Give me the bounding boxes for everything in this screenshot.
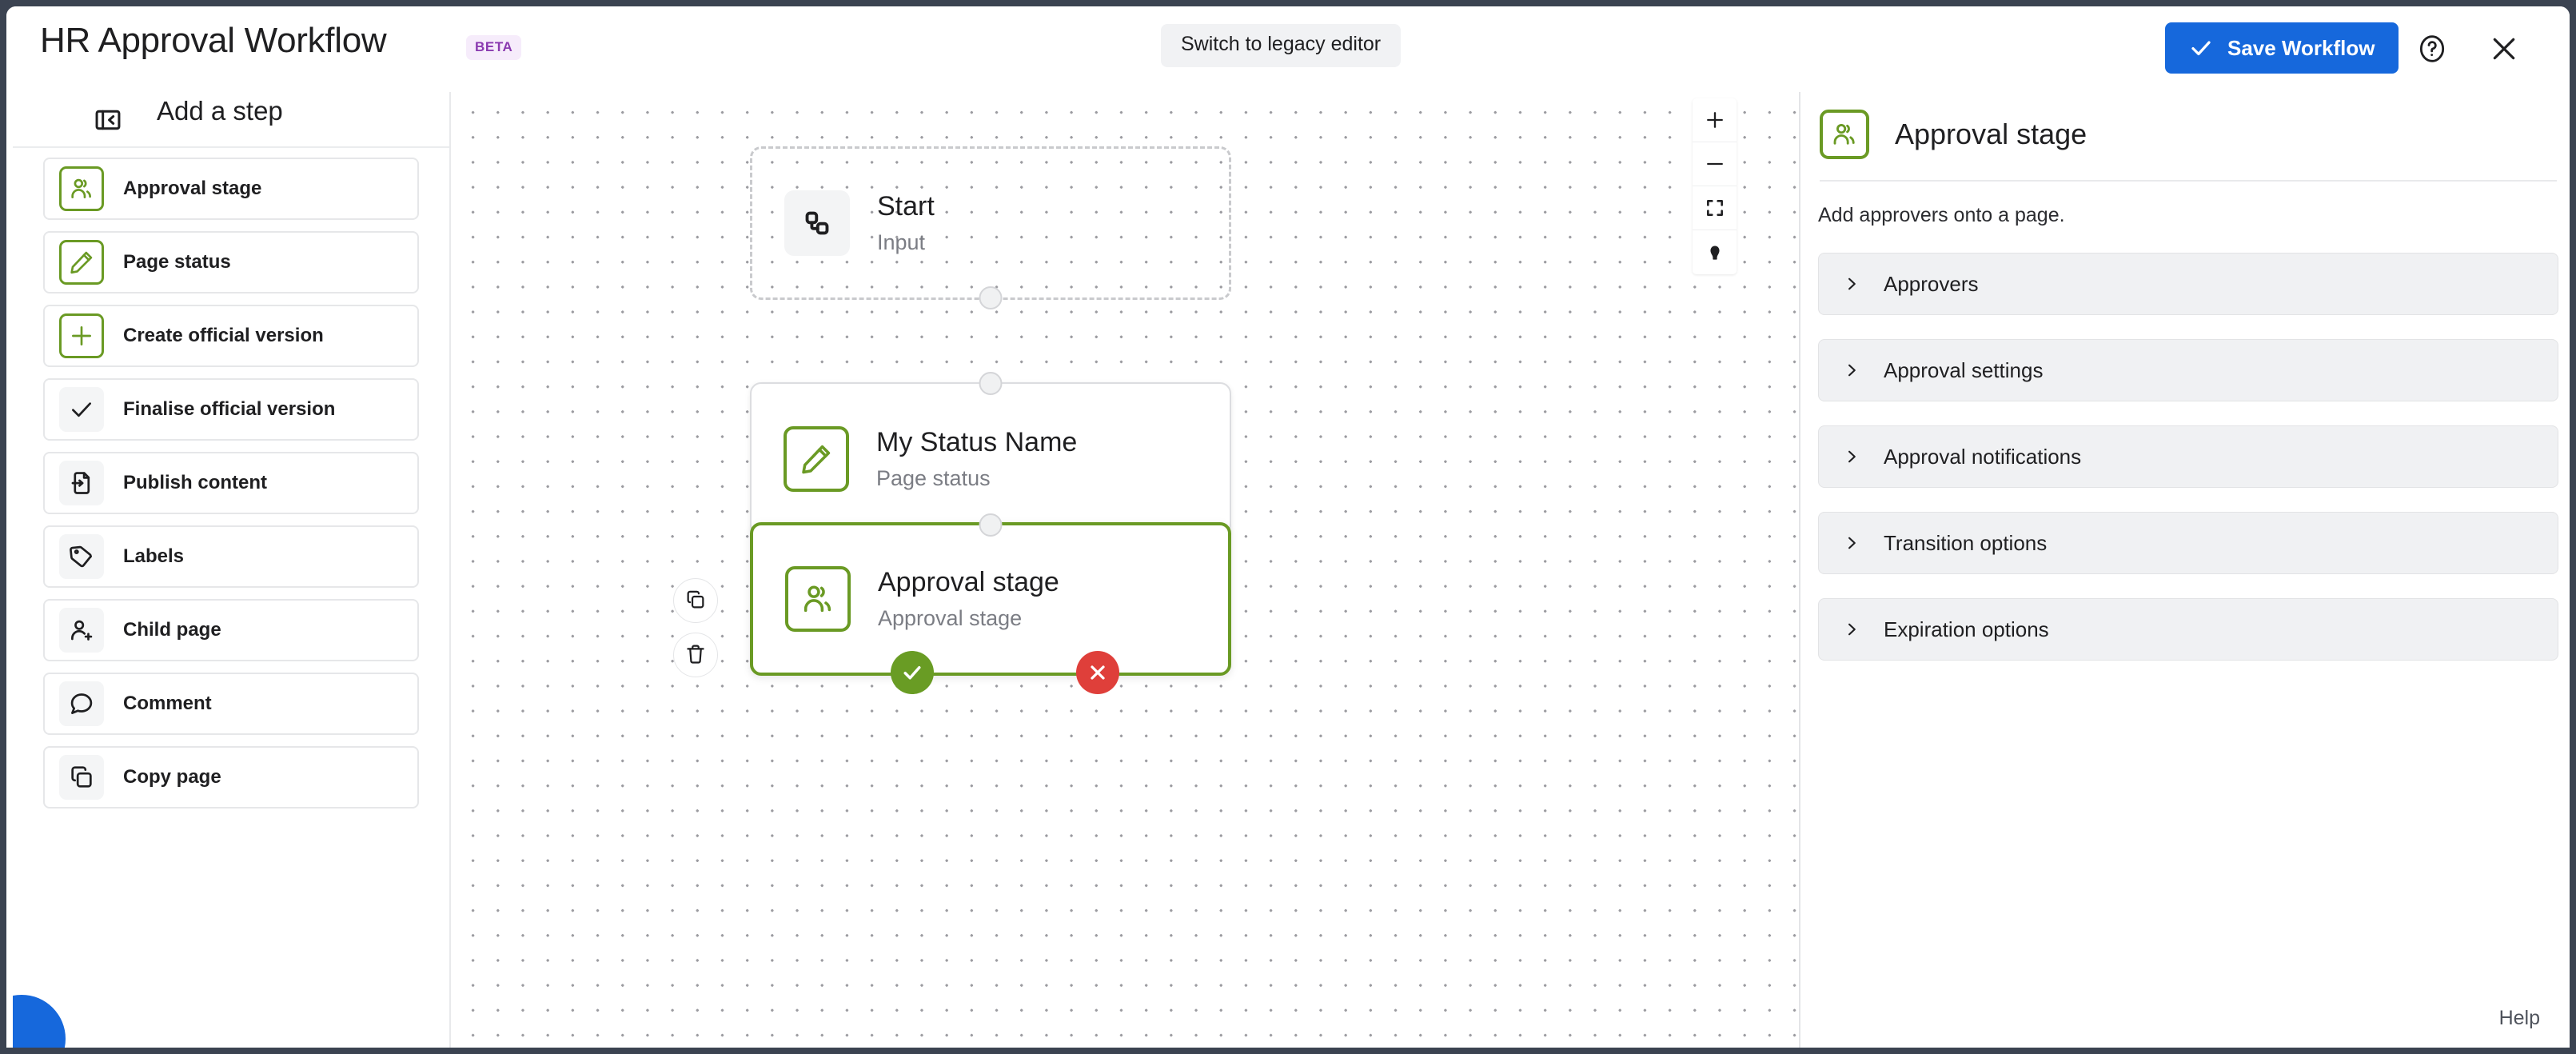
pencil-icon: [59, 240, 104, 285]
accordion-label: Expiration options: [1884, 617, 2049, 641]
node-handle-top[interactable]: [979, 372, 1003, 395]
node-text: Start Input: [877, 190, 935, 257]
chevron-right-icon: [1843, 531, 1860, 555]
step-list: Approval stage Page status: [13, 148, 449, 808]
sidebar-item-create-official-version[interactable]: Create official version: [43, 305, 419, 367]
chevron-right-icon: [1843, 358, 1860, 382]
node-subtitle: Input: [877, 230, 926, 254]
pointer-lock-icon[interactable]: [1693, 230, 1737, 274]
step-config-panel: Approval stage Add approvers onto a page…: [1800, 92, 2570, 1048]
sidebar-item-label: Comment: [123, 693, 212, 714]
trash-icon: [684, 643, 707, 668]
workflow-node-my-status-name[interactable]: My Status Name Page status: [750, 372, 1231, 546]
accordion-section-approval-settings[interactable]: Approval settings: [1818, 339, 2558, 401]
users-icon: [59, 166, 104, 211]
person-add-icon: [59, 608, 104, 653]
collapse-sidebar-icon[interactable]: [93, 105, 123, 135]
duplicate-node-button[interactable]: [673, 578, 718, 623]
node-subtitle: Approval stage: [878, 605, 1023, 630]
sidebar-item-label: Finalise official version: [123, 398, 336, 420]
accordion-label: Approval settings: [1884, 357, 2044, 382]
sidebar-item-label: Copy page: [123, 766, 221, 788]
canvas-zoom-controls: [1693, 98, 1737, 274]
sidebar-item-labels[interactable]: Labels: [43, 525, 419, 588]
panel-header: Approval stage: [1800, 92, 2570, 159]
sidebar-item-label: Child page: [123, 619, 221, 641]
close-icon[interactable]: [2488, 33, 2520, 65]
chevron-right-icon: [1843, 445, 1860, 469]
panel-title: Approval stage: [1895, 118, 2088, 150]
node-subtitle: Page status: [876, 465, 991, 490]
sidebar-item-label: Page status: [123, 251, 231, 273]
users-icon: [1820, 110, 1869, 159]
sidebar-item-copy-page[interactable]: Copy page: [43, 746, 419, 808]
workflow-editor-window: HR Approval Workflow BETA Switch to lega…: [6, 6, 2570, 1048]
accordion-section-expiration-options[interactable]: Expiration options: [1818, 598, 2558, 661]
sidebar-item-label: Approval stage: [123, 178, 262, 199]
panel-divider: [1820, 180, 2557, 182]
workflow-canvas[interactable]: Start Input My Status Name Page status: [451, 92, 1800, 1048]
users-icon: [785, 566, 851, 632]
node-title: Start: [877, 191, 935, 222]
approve-transition-badge[interactable]: [891, 651, 934, 694]
node-text: My Status Name Page status: [876, 425, 1077, 493]
check-icon: [2189, 36, 2213, 60]
accordion-section-approvers[interactable]: Approvers: [1818, 253, 2558, 315]
floating-action-button[interactable]: [13, 995, 66, 1048]
reject-transition-badge[interactable]: [1076, 651, 1119, 694]
workflow-node-start[interactable]: Start Input: [750, 146, 1231, 309]
sidebar-item-comment[interactable]: Comment: [43, 673, 419, 735]
save-workflow-label: Save Workflow: [2227, 35, 2375, 60]
chevron-right-icon: [1843, 617, 1860, 641]
workflow-start-icon: [784, 190, 850, 256]
node-title: My Status Name: [876, 427, 1078, 458]
plus-icon: [59, 313, 104, 358]
add-step-sidebar: Add a step Approval stage: [13, 92, 451, 1048]
sidebar-item-publish-content[interactable]: Publish content: [43, 452, 419, 514]
chevron-right-icon: [1843, 272, 1860, 296]
node-text: Approval stage Approval stage: [878, 565, 1059, 633]
accordion-section-approval-notifications[interactable]: Approval notifications: [1818, 425, 2558, 488]
beta-badge: BETA: [466, 35, 522, 60]
sidebar-item-label: Publish content: [123, 472, 267, 493]
sidebar-item-child-page[interactable]: Child page: [43, 599, 419, 661]
delete-node-button[interactable]: [673, 633, 718, 677]
comment-icon: [59, 681, 104, 726]
zoom-in-icon[interactable]: [1693, 98, 1737, 142]
check-icon: [59, 387, 104, 432]
node-title: Approval stage: [878, 567, 1059, 598]
sidebar-item-approval-stage[interactable]: Approval stage: [43, 158, 419, 220]
save-workflow-button[interactable]: Save Workflow: [2165, 22, 2399, 74]
panel-accordion: Approvers Approval settings: [1818, 253, 2558, 661]
sidebar-item-finalise-official-version[interactable]: Finalise official version: [43, 378, 419, 441]
editor-header: HR Approval Workflow BETA Switch to lega…: [6, 6, 2570, 92]
node-handle-bottom[interactable]: [979, 286, 1003, 309]
accordion-label: Approvers: [1884, 271, 1979, 296]
zoom-out-icon[interactable]: [1693, 142, 1737, 186]
node-handle-top[interactable]: [979, 513, 1003, 537]
sidebar-title: Add a step: [157, 96, 283, 126]
accordion-section-transition-options[interactable]: Transition options: [1818, 512, 2558, 574]
copy-icon: [684, 589, 707, 613]
publish-file-icon: [59, 461, 104, 505]
switch-to-legacy-editor-button[interactable]: Switch to legacy editor: [1161, 24, 1402, 67]
sidebar-item-label: Labels: [123, 545, 185, 567]
question-circle-icon[interactable]: [2416, 33, 2448, 65]
workflow-node-approval-stage[interactable]: Approval stage Approval stage: [750, 513, 1231, 694]
panel-description: Add approvers onto a page.: [1818, 204, 2065, 226]
help-link[interactable]: Help: [2498, 1007, 2540, 1029]
page-title: HR Approval Workflow: [40, 21, 387, 60]
copy-icon: [59, 755, 104, 800]
node-action-toolbar: [673, 578, 718, 677]
accordion-label: Transition options: [1884, 530, 2048, 555]
tag-icon: [59, 534, 104, 579]
panel-footer-divider: [1818, 972, 2558, 974]
fit-to-screen-icon[interactable]: [1693, 186, 1737, 230]
sidebar-item-label: Create official version: [123, 325, 324, 346]
sidebar-item-page-status[interactable]: Page status: [43, 231, 419, 293]
sidebar-header: Add a step: [13, 92, 449, 148]
accordion-label: Approval notifications: [1884, 444, 2082, 469]
pencil-icon: [784, 426, 849, 492]
